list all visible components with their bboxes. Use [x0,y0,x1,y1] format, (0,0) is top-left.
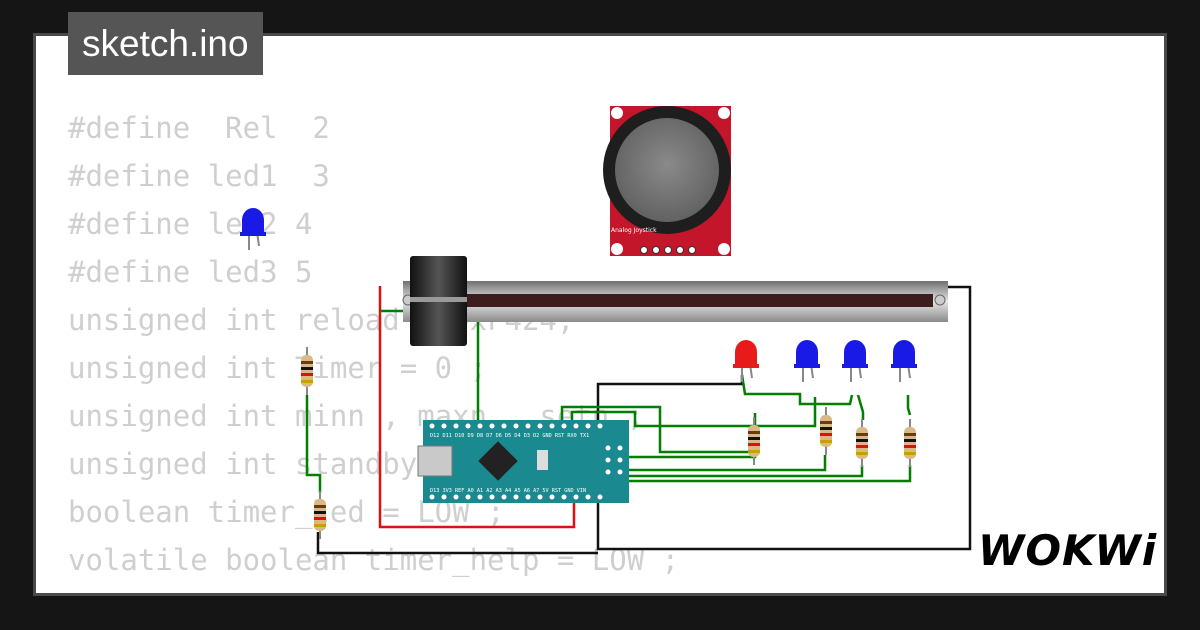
wokwi-logo: WOKWi [978,526,1158,575]
slider-knob[interactable] [410,256,467,346]
led-blue-2[interactable] [841,339,869,383]
code-line: #define led3 5 [68,255,313,289]
resistor-1[interactable] [300,346,314,396]
resistor-6[interactable] [903,418,917,468]
led-blue-1[interactable] [793,339,821,383]
joystick-pins [640,246,696,254]
code-line: boolean volt_ad_high = LOW ; [68,584,679,593]
code-line: unsigned int standby ; [68,447,453,481]
analog-joystick[interactable]: Analog Joystick [603,106,731,256]
usb-connector [417,445,453,477]
resistor-4[interactable] [819,406,833,456]
resistor-2[interactable] [313,490,327,540]
file-title: sketch.ino [68,12,263,75]
slide-potentiometer[interactable] [402,256,948,346]
arduino-pins-top [429,423,603,429]
arduino-pins-bottom [429,494,603,500]
resistor-5[interactable] [855,418,869,468]
joystick-knob[interactable] [615,118,719,222]
arduino-nano[interactable]: D12 D11 D10 D9 D8 D7 D6 D5 D4 D3 D2 GND … [417,420,629,503]
wire-red [378,286,576,529]
arduino-top-pin-labels: D12 D11 D10 D9 D8 D7 D6 D5 D4 D3 D2 GND … [430,433,589,439]
code-preview: #define Rel 2#define led1 3#define led2 … [68,104,680,593]
code-line: #define led1 3 [68,159,330,193]
code-line: unsigned int minn , maxn , setn ; [68,399,645,433]
code-line: #define Rel 2 [68,111,330,145]
icsp-header [605,445,623,475]
arduino-bottom-pin-labels: D13 3V3 REF A0 A1 A2 A3 A4 A5 A6 A7 5V R… [430,488,586,494]
code-line: volatile boolean timer_help = LOW ; [68,543,680,577]
led-red[interactable] [732,339,760,383]
joystick-label: Analog Joystick [611,227,657,234]
led-blue-3[interactable] [890,339,918,383]
led-blue-loose[interactable] [239,207,267,251]
